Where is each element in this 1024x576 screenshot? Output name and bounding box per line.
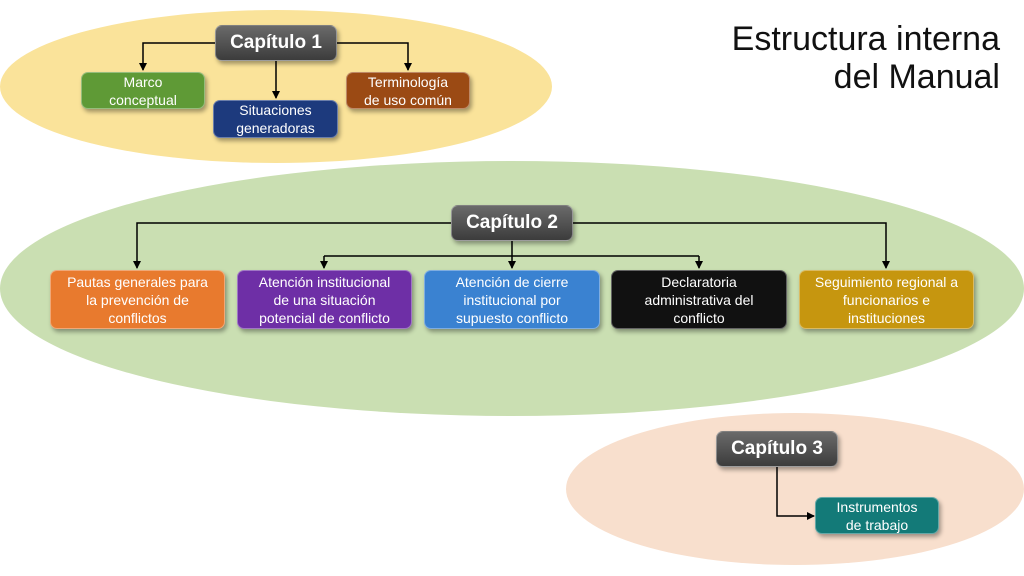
node-line: institucional por	[463, 291, 561, 308]
situaciones-generadoras-node[interactable]: Situaciones generadoras	[213, 100, 338, 138]
chapter-3-label: Capítulo 3	[731, 438, 823, 459]
node-line: conflictos	[108, 309, 167, 326]
connector-c1-left	[139, 42, 215, 71]
connector-c2-bus	[324, 240, 699, 257]
node-line: generadoras	[236, 120, 315, 136]
node-line: Atención institucional	[258, 273, 391, 290]
node-line: Situaciones	[239, 102, 312, 118]
node-line: supuesto conflicto	[455, 309, 569, 326]
node-line: potencial de conflicto	[259, 309, 390, 326]
node-line: conceptual	[109, 91, 177, 108]
node-line: Seguimiento regional a	[814, 273, 959, 290]
connector-c2-right	[573, 222, 890, 269]
title-line-1: Estructura interna	[731, 20, 1000, 58]
node-line: Pautas generales para	[67, 273, 208, 290]
node-line: conflicto	[673, 309, 725, 326]
chapter-2-node[interactable]: Capítulo 2	[451, 205, 573, 241]
node-line: Declaratoria	[661, 273, 737, 290]
chapter-1-node[interactable]: Capítulo 1	[215, 25, 337, 61]
connector-c1-right	[337, 42, 412, 71]
node-line: administrativa del	[644, 291, 754, 308]
connector-c3	[776, 466, 815, 520]
node-line: la prevención de	[86, 291, 189, 308]
chapter-1-label: Capítulo 1	[230, 32, 322, 53]
node-line: Atención de cierre	[455, 273, 569, 290]
node-line: Terminología	[367, 73, 449, 90]
node-line: de trabajo	[845, 516, 909, 533]
connector-c2-left	[133, 222, 451, 269]
node-line: de uso común	[364, 91, 452, 108]
node-line: instituciones	[847, 309, 926, 326]
node-line: Marco	[123, 73, 163, 90]
node-line: de una situación	[273, 291, 376, 308]
node-line: funcionarios e	[842, 291, 931, 308]
chapter-3-node[interactable]: Capítulo 3	[716, 431, 838, 467]
chapter-2-label: Capítulo 2	[466, 212, 558, 233]
page-title: Estructura interna del Manual	[732, 20, 1000, 96]
title-line-2: del Manual	[833, 58, 1000, 96]
node-line: Instrumentos	[836, 498, 918, 515]
